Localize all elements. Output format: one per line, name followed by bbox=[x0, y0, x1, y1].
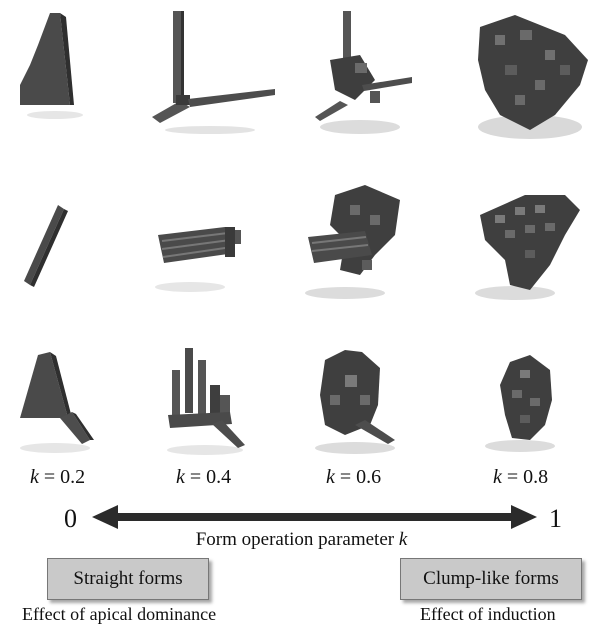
form-row2-col3 bbox=[300, 175, 430, 315]
k-value: = 0.2 bbox=[43, 466, 86, 488]
straight-forms-label: Straight forms bbox=[73, 568, 183, 589]
form-grid bbox=[10, 5, 600, 455]
form-row2-col1 bbox=[10, 175, 140, 315]
k-symbol: k bbox=[493, 466, 502, 488]
double-arrow bbox=[92, 505, 537, 529]
k-value: = 0.8 bbox=[506, 466, 549, 488]
form-row1-col4 bbox=[470, 5, 600, 145]
form-row2-col4 bbox=[470, 175, 600, 315]
axis-label-text: Form operation parameter bbox=[195, 529, 399, 550]
straight-forms-box: Straight forms bbox=[47, 558, 209, 600]
form-row1-col1 bbox=[10, 5, 140, 145]
k-symbol: k bbox=[326, 466, 335, 488]
form-row3-col3 bbox=[300, 340, 430, 480]
axis-label: Form operation parameter k bbox=[0, 529, 603, 551]
k-label-1: k = 0.2 bbox=[30, 466, 85, 489]
axis-right-end: 1 bbox=[549, 504, 562, 533]
form-row3-col4 bbox=[470, 340, 600, 480]
k-label-3: k = 0.6 bbox=[326, 466, 381, 489]
k-symbol: k bbox=[176, 466, 185, 488]
form-row3-col2 bbox=[150, 340, 280, 480]
k-label-2: k = 0.4 bbox=[176, 466, 231, 489]
k-label-4: k = 0.8 bbox=[493, 466, 548, 489]
axis-label-symbol: k bbox=[398, 529, 408, 550]
apical-dominance-note: Effect of apical dominance bbox=[22, 604, 217, 624]
k-symbol: k bbox=[30, 466, 39, 488]
k-value: = 0.6 bbox=[339, 466, 382, 488]
form-row2-col2 bbox=[150, 175, 280, 315]
clump-forms-label: Clump-like forms bbox=[423, 568, 559, 589]
axis-left-end: 0 bbox=[64, 504, 77, 533]
k-value: = 0.4 bbox=[189, 466, 232, 488]
form-row1-col3 bbox=[300, 5, 430, 145]
clump-forms-box: Clump-like forms bbox=[400, 558, 582, 600]
form-row3-col1 bbox=[10, 340, 140, 480]
induction-note: Effect of induction bbox=[420, 604, 556, 624]
form-row1-col2 bbox=[150, 5, 280, 145]
